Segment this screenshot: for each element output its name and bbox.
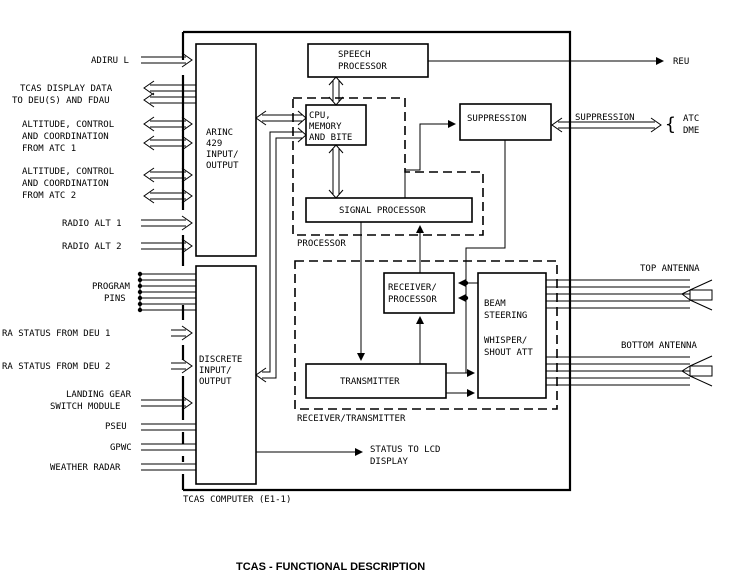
discrete-line-3: OUTPUT [199,377,232,387]
atc-dme-brace: { [665,114,676,135]
processor-group-label: PROCESSOR [297,239,346,249]
speech-processor-block: SPEECH PROCESSOR [307,43,429,78]
cpu-line-2: MEMORY [309,122,342,132]
beam-line-3: WHISPER/ [484,336,527,346]
suppression-block: SUPPRESSION [459,103,552,141]
input-program-pins-2: PINS [104,294,126,304]
processor-group-outline [292,97,484,236]
cpu-memory-bite-block: CPU, MEMORY AND BITE [305,104,367,146]
input-labels: ADIRU L TCAS DISPLAY DATA TO DEU(S) AND … [2,56,132,473]
input-atc2-1: ALTITUDE, CONTROL [22,167,114,177]
transmitter-label: TRANSMITTER [340,377,400,387]
arinc-line-3: INPUT/ [206,150,239,160]
output-suppression: SUPPRESSION [575,113,635,123]
status-lcd-line-2: DISPLAY [370,457,409,467]
input-program-pins-1: PROGRAM [92,282,131,292]
input-radio-alt-2: RADIO ALT 2 [62,242,122,252]
internal-connections [255,76,506,397]
discrete-io-block: DISCRETE INPUT/ OUTPUT [195,265,257,485]
status-lcd-line-1: STATUS TO LCD [370,445,440,455]
input-atc1-3: FROM ATC 1 [22,144,76,154]
speech-line-1: SPEECH [338,50,371,60]
arinc-line-1: ARINC [206,128,233,138]
input-pseu: PSEU [105,422,127,432]
discrete-line-1: DISCRETE [199,355,242,365]
arinc-429-block: ARINC 429 INPUT/ OUTPUT [195,43,257,257]
input-gpwc: GPWC [110,443,132,453]
page-title: TCAS - FUNCTIONAL DESCRIPTION [236,561,425,573]
transmitter-block: TRANSMITTER [305,363,447,399]
cpu-line-1: CPU, [309,111,331,121]
input-radio-alt-1: RADIO ALT 1 [62,219,122,229]
arinc-line-4: OUTPUT [206,161,239,171]
suppression-label: SUPPRESSION [467,114,527,124]
signal-processor-block: SIGNAL PROCESSOR [305,197,473,223]
speech-line-2: PROCESSOR [338,62,387,72]
input-landing-gear-1: LANDING GEAR [66,390,132,400]
output-connections: REU SUPPRESSION { ATC DME TOP ANTENNA BO… [256,57,713,467]
bottom-antenna-label: BOTTOM ANTENNA [621,341,697,351]
cpu-line-3: AND BITE [309,133,352,143]
input-ra-status-2: RA STATUS FROM DEU 2 [2,362,110,372]
beam-steering-block: BEAM STEERING WHISPER/ SHOUT ATT [477,272,547,399]
input-landing-gear-2: SWITCH MODULE [50,402,120,412]
signal-processor-label: SIGNAL PROCESSOR [339,206,426,216]
discrete-line-2: INPUT/ [199,366,232,376]
top-antenna-label: TOP ANTENNA [640,264,700,274]
input-tcas-display-1: TCAS DISPLAY DATA [20,84,113,94]
input-tcas-display-2: TO DEU(S) AND FDAU [12,96,110,106]
input-weather-radar: WEATHER RADAR [50,463,121,473]
input-atc2-3: FROM ATC 2 [22,191,76,201]
input-arrows [137,52,196,471]
output-reu: REU [673,57,689,67]
input-atc1-2: AND COORDINATION [22,132,109,142]
tcas-computer-label: TCAS COMPUTER (E1-1) [183,495,291,505]
arinc-line-2: 429 [206,139,222,149]
receiver-transmitter-label: RECEIVER/TRANSMITTER [297,414,406,424]
receiver-line-2: PROCESSOR [388,295,437,305]
receiver-processor-block: RECEIVER/ PROCESSOR [383,272,455,314]
input-adiru: ADIRU L [91,56,129,66]
beam-line-1: BEAM [484,299,506,309]
receiver-line-1: RECEIVER/ [388,283,437,293]
input-atc1-1: ALTITUDE, CONTROL [22,120,114,130]
output-dme: DME [683,126,699,136]
input-atc2-2: AND COORDINATION [22,179,109,189]
output-atc: ATC [683,114,699,124]
input-ra-status-1: RA STATUS FROM DEU 1 [2,329,110,339]
beam-line-4: SHOUT ATT [484,348,533,358]
beam-line-2: STEERING [484,311,527,321]
receiver-transmitter-group-outline [294,260,558,410]
